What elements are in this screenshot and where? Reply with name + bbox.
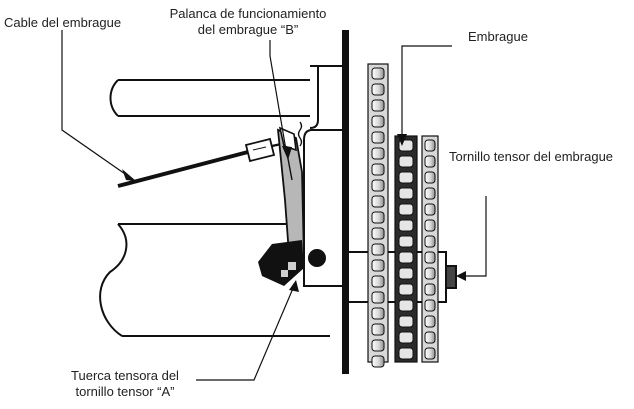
chain-roller — [371, 291, 385, 304]
chain-roller — [398, 155, 414, 168]
chain-roller — [424, 315, 436, 328]
label-operating-lever-line2: del embrague “B” — [197, 22, 299, 37]
chain-roller — [424, 283, 436, 296]
label-clutch-tension-screw: Tornillo tensor del embrague — [449, 149, 614, 164]
label-operating-lever-line1: Palanca de funcionamiento — [169, 6, 327, 21]
chain-roller — [371, 339, 385, 352]
chain-roller — [398, 203, 414, 216]
leader-lever-b — [269, 40, 287, 151]
label-tension-nut-line1: Tuerca tensora del — [71, 368, 179, 383]
chain-roller — [371, 243, 385, 256]
leader-nut-a — [196, 285, 295, 381]
chain-roller — [424, 267, 436, 280]
chain-roller — [424, 139, 436, 152]
chain-roller — [398, 283, 414, 296]
chain-roller — [424, 155, 436, 168]
chain-roller — [371, 211, 385, 224]
chain-roller — [424, 251, 436, 264]
chain-roller — [371, 323, 385, 336]
upper-shaft — [109, 79, 310, 117]
chain-roller — [424, 299, 436, 312]
chain-roller — [371, 195, 385, 208]
leader-clutch-cable — [61, 30, 129, 177]
roller-chain — [371, 67, 436, 368]
chain-roller — [398, 235, 414, 248]
main-plate — [342, 30, 349, 374]
chain-roller — [424, 219, 436, 232]
chain-roller — [371, 147, 385, 160]
chain-roller — [424, 347, 436, 360]
chain-roller — [371, 99, 385, 112]
chain-roller — [424, 235, 436, 248]
callout-leaders — [61, 30, 487, 381]
chain-roller — [371, 259, 385, 272]
chain-roller — [424, 187, 436, 200]
chain-roller — [398, 331, 414, 344]
chain-roller — [398, 315, 414, 328]
label-clutch: Embrague — [468, 29, 528, 44]
callout-arrowheads — [122, 134, 466, 292]
chain-roller — [371, 307, 385, 320]
chain-roller — [424, 171, 436, 184]
chain-roller — [371, 83, 385, 96]
chain-roller — [371, 275, 385, 288]
chain-roller — [398, 267, 414, 280]
chain-roller — [371, 163, 385, 176]
lower-frame — [99, 223, 330, 337]
chain-roller — [371, 227, 385, 240]
chain-roller — [398, 171, 414, 184]
tension-nut-a — [258, 240, 304, 286]
label-operating-lever: Palanca de funcionamiento del embrague “… — [148, 6, 348, 38]
chain-roller — [398, 219, 414, 232]
chain-roller — [398, 347, 414, 360]
chain-roller — [398, 251, 414, 264]
chain-roller — [371, 131, 385, 144]
label-tension-nut: Tuerca tensora del tornillo tensor “A” — [50, 368, 200, 400]
chain-roller — [424, 203, 436, 216]
leader-clutch-screw — [462, 196, 487, 277]
chain-roller — [371, 67, 385, 80]
return-spring — [297, 121, 303, 147]
clutch-cable — [117, 137, 287, 188]
chain-roller — [371, 115, 385, 128]
chain-roller — [398, 187, 414, 200]
leader-clutch — [401, 45, 452, 138]
chain-roller — [371, 355, 385, 368]
chain-roller — [424, 331, 436, 344]
pivot-bolt — [308, 249, 326, 267]
label-clutch-cable: Cable del embrague — [4, 15, 122, 30]
label-tension-nut-line2: tornillo tensor “A” — [75, 384, 175, 399]
chain-roller — [398, 299, 414, 312]
mounting-bracket — [303, 65, 347, 287]
chain-roller — [371, 179, 385, 192]
